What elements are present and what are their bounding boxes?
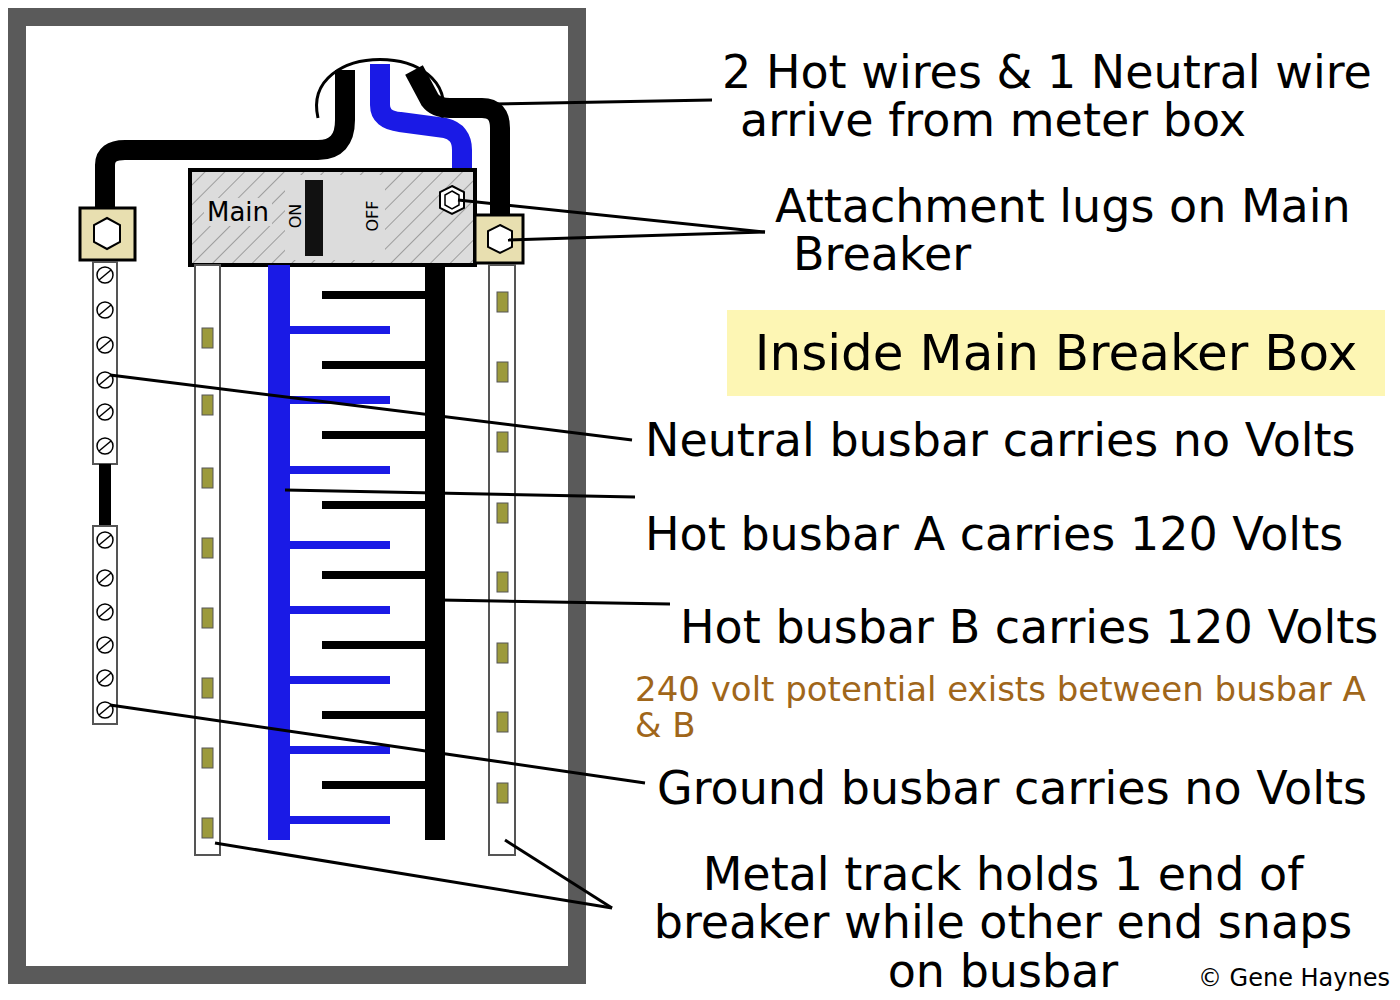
screw-slot [99,673,111,683]
callout-label: 2 Hot wires & 1 Neutral wire arrive from… [722,48,1372,145]
callout-label: 240 volt potential exists between busbar… [635,672,1395,743]
screw [97,438,113,454]
neutral-lug [94,218,120,249]
screw-slot [99,573,111,583]
screw [97,267,113,283]
switch-position: OFF [364,201,380,232]
busbar-a-finger [288,816,390,824]
switch-position: ON [288,204,304,229]
breaker-name: Main [204,198,272,226]
busbar-b-finger [322,501,427,509]
callout-label: Hot busbar A carries 120 Volts [645,510,1385,558]
track-slot [497,572,508,592]
screw-slot [99,441,111,451]
screw-slot [99,340,111,350]
track-slot [202,818,213,838]
callout-label: Attachment lugs on Main Breaker [775,182,1355,279]
track-slot [202,608,213,628]
busbar-a-finger [288,746,390,754]
track-slot [497,783,508,803]
busbar-a-finger [288,606,390,614]
hot-busbar-a [268,265,290,840]
breaker-face [285,175,385,260]
screw [97,302,113,318]
busbar-a-finger [288,541,390,549]
metal-track [489,265,515,855]
terminal-screws [97,267,113,718]
main-breaker-body [190,170,475,265]
track-slot [497,712,508,732]
screw [97,404,113,420]
screw [97,670,113,686]
enclosure [17,17,577,975]
neutral-lug [80,208,135,260]
track-slot [497,503,508,523]
track-slot [202,395,213,415]
busbar-b-finger [322,361,427,369]
diagram-title: Inside Main Breaker Box [727,310,1385,396]
screw [97,637,113,653]
busbar-a-finger [288,676,390,684]
screw-slot [99,640,111,650]
copyright-note: © Gene Haynes [1150,966,1390,991]
callout-label: Hot busbar B carries 120 Volts [680,603,1390,651]
screw-slot [99,305,111,315]
screw [97,604,113,620]
track-slot [497,643,508,663]
metal-track [195,265,220,855]
track-slot [202,468,213,488]
screw-slot [99,270,111,280]
busbar-b-finger [322,431,427,439]
screw-slot [99,535,111,545]
screw [97,570,113,586]
callout-label: Neutral busbar carries no Volts [645,416,1385,464]
screw [97,337,113,353]
screw-slot [99,607,111,617]
track-slot [497,292,508,312]
screw-slot [99,375,111,385]
busbar-a-finger [288,466,390,474]
main-breaker: Main ON OFF [190,170,475,265]
track-slot [202,538,213,558]
track-slot [497,362,508,382]
main-lug [445,191,459,209]
busbar-b-finger [322,641,427,649]
busbar-b-finger [322,291,427,299]
track-slot [202,328,213,348]
screw-slot [99,407,111,417]
busbar-b-finger [322,711,427,719]
busbar-fingers [288,291,427,824]
busbar-a-finger [288,326,390,334]
neutral-busbar [93,262,117,464]
ground-busbar [93,526,117,724]
callout-label: Ground busbar carries no Volts [657,764,1387,812]
screw-slot [99,705,111,715]
busbar-b-finger [322,571,427,579]
track-slot [202,748,213,768]
bar-jumper [99,464,111,526]
track-slot [497,432,508,452]
track-slot [202,678,213,698]
screw [97,532,113,548]
busbar-b-finger [322,781,427,789]
breaker-handle [305,180,323,256]
